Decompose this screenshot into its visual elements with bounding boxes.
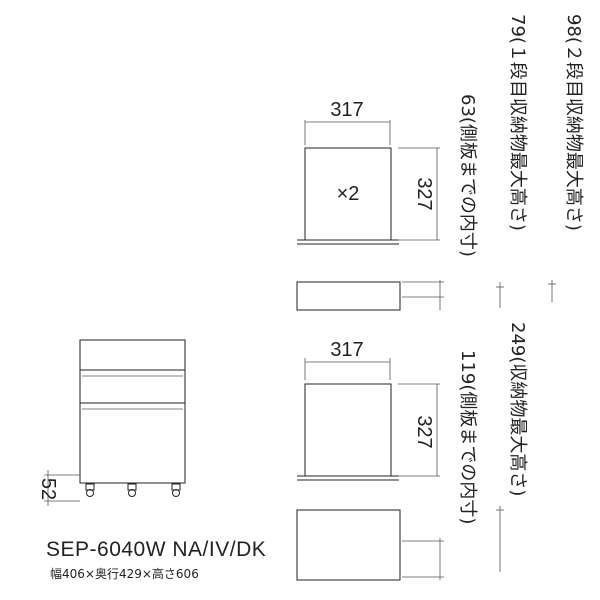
- upper-drawer-width: 317: [330, 99, 363, 121]
- upper-drawer-count: ×2: [337, 183, 360, 205]
- upper-drawer-side-view: [296, 280, 444, 311]
- leg-height-label: 52: [37, 478, 59, 500]
- upper-max-height-1-label: 79(１段目収納物最大高さ): [507, 14, 528, 231]
- lower-max-height-marker: [496, 506, 504, 572]
- model-number: SEP-6040W NA/IV/DK: [46, 538, 267, 561]
- leg-height-dimension: 52: [37, 470, 80, 506]
- lower-drawer-depth: 327: [413, 415, 435, 448]
- caster-right: [171, 483, 181, 497]
- upper-max-height-1-marker: [496, 282, 504, 308]
- lower-max-height-label: 249(収納物最大高さ): [507, 322, 528, 496]
- overall-dimensions: 幅406×奥行429×高さ606: [50, 567, 199, 581]
- lower-drawer-width: 317: [330, 339, 363, 361]
- lower-inner-side-label: 119(側板までの内寸): [457, 350, 478, 524]
- upper-max-height-2-label: 98(２段目収納物最大高さ): [563, 14, 584, 231]
- lower-drawer-top-view: 317 327: [297, 339, 440, 481]
- caster-center: [127, 483, 137, 497]
- upper-max-height-2-marker: [548, 280, 556, 302]
- upper-drawer-top-view: 317 ×2 327: [297, 99, 440, 245]
- lower-drawer-side-view: [296, 509, 444, 581]
- cabinet-front-view: [79, 339, 186, 497]
- upper-inner-side-label: 63(側板までの内寸): [457, 94, 478, 257]
- upper-drawer-depth: 327: [413, 177, 435, 210]
- caster-left: [85, 483, 95, 497]
